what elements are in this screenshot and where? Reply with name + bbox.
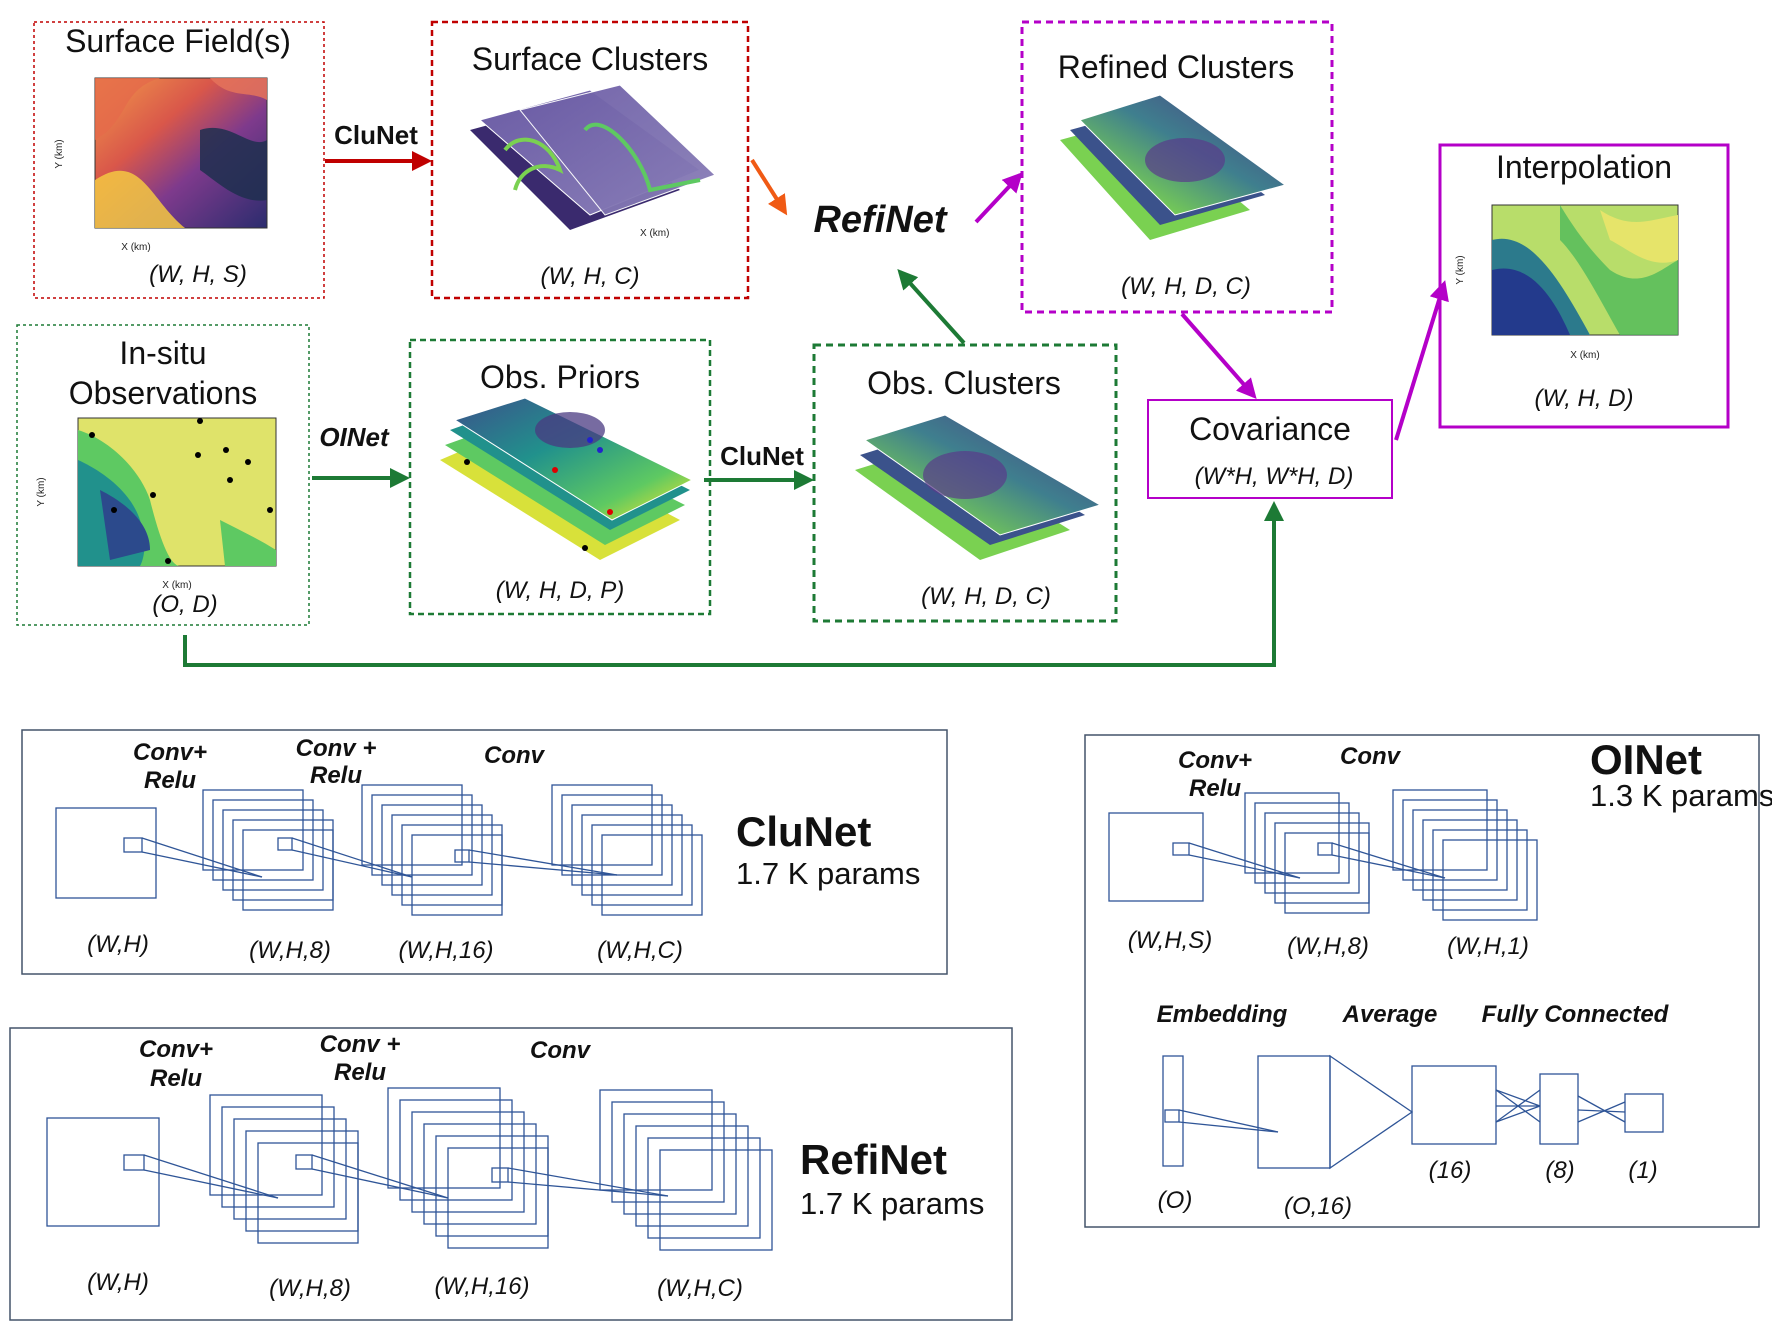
covariance-to-interp-arrow xyxy=(1394,280,1449,441)
olnet-fc-label: Fully Connected xyxy=(1482,1001,1670,1028)
refinet-layer1-label-a: Conv+ xyxy=(139,1036,213,1063)
refinet-network-drawing xyxy=(46,1087,773,1251)
refinet-dim-0: (W,H) xyxy=(87,1269,149,1296)
refined-clusters-node: Refined Clusters (W, H, D, C) xyxy=(1020,20,1334,314)
refinet-block-params: 1.7 K params xyxy=(800,1186,984,1221)
surface-fields-node: Surface Field(s) X (km) Y (km) (W, H, S) xyxy=(33,21,325,299)
clunet-layer1-label-a: Conv+ xyxy=(133,739,207,766)
insitu-title-line1: In-situ xyxy=(119,335,206,371)
clunet-layer3-label: Conv xyxy=(484,742,546,769)
refined-clusters-stack xyxy=(1060,94,1287,240)
clunet-block-params: 1.7 K params xyxy=(736,856,920,891)
surface-clusters-title: Surface Clusters xyxy=(472,41,709,77)
obs-clusters-dims: (W, H, D, C) xyxy=(921,583,1051,610)
obs-clusters-title: Obs. Clusters xyxy=(867,365,1061,401)
olnet-conv1-label-a: Conv+ xyxy=(1178,747,1252,774)
surface-clusters-x-label: X (km) xyxy=(640,228,669,239)
olnet-conv-drawing xyxy=(1108,789,1538,921)
olnet-block-params: 1.3 K params xyxy=(1590,778,1772,813)
interp-y-label: Y (km) xyxy=(1455,255,1466,284)
observation-points xyxy=(89,418,273,564)
refinet-dim-2: (W,H,16) xyxy=(434,1273,529,1300)
olnet-stage-dim-0: (O) xyxy=(1158,1187,1193,1214)
surface-y-label: Y (km) xyxy=(54,139,65,168)
olnet-conv-dim-0: (W,H,S) xyxy=(1128,927,1212,954)
clunet-mid-label: CluNet xyxy=(720,441,804,471)
pipeline-arrows xyxy=(183,151,1449,667)
clusters-to-refinet-arrow xyxy=(750,158,788,216)
olnet-conv-dim-1: (W,H,8) xyxy=(1287,933,1369,960)
clunet-layer1-label-b: Relu xyxy=(144,767,196,794)
olnet-conv-dim-2: (W,H,1) xyxy=(1447,933,1529,960)
refinet-to-refined-arrow xyxy=(974,172,1023,224)
olnet-stage-dim-2: (16) xyxy=(1429,1157,1472,1184)
insitu-x-label: X (km) xyxy=(162,580,191,591)
refinet-layer2-label-b: Relu xyxy=(334,1059,386,1086)
surface-field-plot: X (km) Y (km) xyxy=(54,77,268,253)
clunet-network-drawing xyxy=(55,784,703,916)
obs-priors-dims: (W, H, D, P) xyxy=(496,577,624,604)
refinet-dim-3: (W,H,C) xyxy=(657,1275,743,1302)
insitu-y-label: Y (km) xyxy=(36,477,47,506)
refinet-dim-1: (W,H,8) xyxy=(269,1275,351,1302)
insitu-plot: X (km) Y (km) xyxy=(36,417,277,591)
surface-clusters-stack: X (km) xyxy=(470,84,716,239)
clunet-dim-3: (W,H,C) xyxy=(597,937,683,964)
interp-x-label: X (km) xyxy=(1570,350,1599,361)
obs-priors-node: Obs. Priors (W, H, D, P) xyxy=(408,338,712,616)
olnet-arrow-label: OINet xyxy=(319,422,390,452)
olnet-block-title: OINet xyxy=(1590,736,1702,783)
surface-fields-title: Surface Field(s) xyxy=(65,23,291,59)
obsclusters-to-refinet-arrow xyxy=(897,269,966,345)
obs-clusters-node: Obs. Clusters (W, H, D, C) xyxy=(812,343,1118,623)
refinet-label: RefiNet xyxy=(813,199,947,241)
interpolation-plot: X (km) Y (km) xyxy=(1455,204,1679,361)
surface-clusters-dims: (W, H, C) xyxy=(540,263,639,290)
insitu-to-covariance-arrow xyxy=(183,501,1284,667)
covariance-dims: (W*H, W*H, D) xyxy=(1195,463,1354,490)
covariance-node: Covariance (W*H, W*H, D) xyxy=(1147,399,1393,499)
clunet-layer2-label-a: Conv + xyxy=(296,735,377,762)
olnet-embedding-label: Embedding xyxy=(1157,1001,1288,1028)
covariance-title: Covariance xyxy=(1189,411,1351,447)
refined-clusters-dims: (W, H, D, C) xyxy=(1121,273,1251,300)
olnet-conv2-label: Conv xyxy=(1340,743,1402,770)
obs-priors-stack xyxy=(440,397,694,560)
olnet-stage-dim-3: (8) xyxy=(1545,1157,1574,1184)
surface-x-label: X (km) xyxy=(121,242,150,253)
clunet-dim-0: (W,H) xyxy=(87,931,149,958)
interpolation-dims: (W, H, D) xyxy=(1534,385,1633,412)
clunet-dim-2: (W,H,16) xyxy=(398,937,493,964)
refined-to-covariance-arrow xyxy=(1180,312,1257,400)
insitu-dims: (O, D) xyxy=(152,591,217,618)
surface-clusters-node: Surface Clusters X (km) (W, H, C) xyxy=(430,20,750,300)
insitu-title-line2: Observations xyxy=(69,375,258,411)
refined-clusters-title: Refined Clusters xyxy=(1058,49,1295,85)
clunet-dim-1: (W,H,8) xyxy=(249,937,331,964)
refinet-layer3-label: Conv xyxy=(530,1037,592,1064)
clunet-layer2-label-b: Relu xyxy=(310,762,362,789)
olnet-stage-dim-4: (1) xyxy=(1628,1157,1657,1184)
clunet-top-label: CluNet xyxy=(334,120,418,150)
refinet-architecture-block: Conv+ Relu Conv + Relu Conv RefiNet 1.7 … xyxy=(9,1027,1013,1321)
olnet-conv1-label-b: Relu xyxy=(1189,775,1241,802)
surface-fields-dims: (W, H, S) xyxy=(149,261,247,288)
refinet-layer2-label-a: Conv + xyxy=(320,1031,401,1058)
refinet-layer1-label-b: Relu xyxy=(150,1065,202,1092)
olnet-fc-drawing xyxy=(1162,1054,1664,1170)
clunet-block-title: CluNet xyxy=(736,808,871,855)
interpolation-title: Interpolation xyxy=(1496,149,1672,185)
obs-priors-title: Obs. Priors xyxy=(480,359,640,395)
olnet-average-label: Average xyxy=(1342,1001,1438,1028)
obs-clusters-stack xyxy=(855,414,1102,560)
insitu-node: In-situ Observations X (km) Y (km) (O, D… xyxy=(16,324,310,626)
olnet-stage-dim-1: (O,16) xyxy=(1284,1193,1352,1220)
clunet-architecture-block: Conv+ Relu Conv + Relu Conv CluNet 1.7 K… xyxy=(21,729,948,975)
refinet-block-title: RefiNet xyxy=(800,1136,947,1183)
olnet-architecture-block: OINet 1.3 K params Conv+ Relu Conv (W,H,… xyxy=(1084,734,1772,1228)
interpolation-node: Interpolation X (km) Y (km) (W, H, D) xyxy=(1438,143,1730,429)
